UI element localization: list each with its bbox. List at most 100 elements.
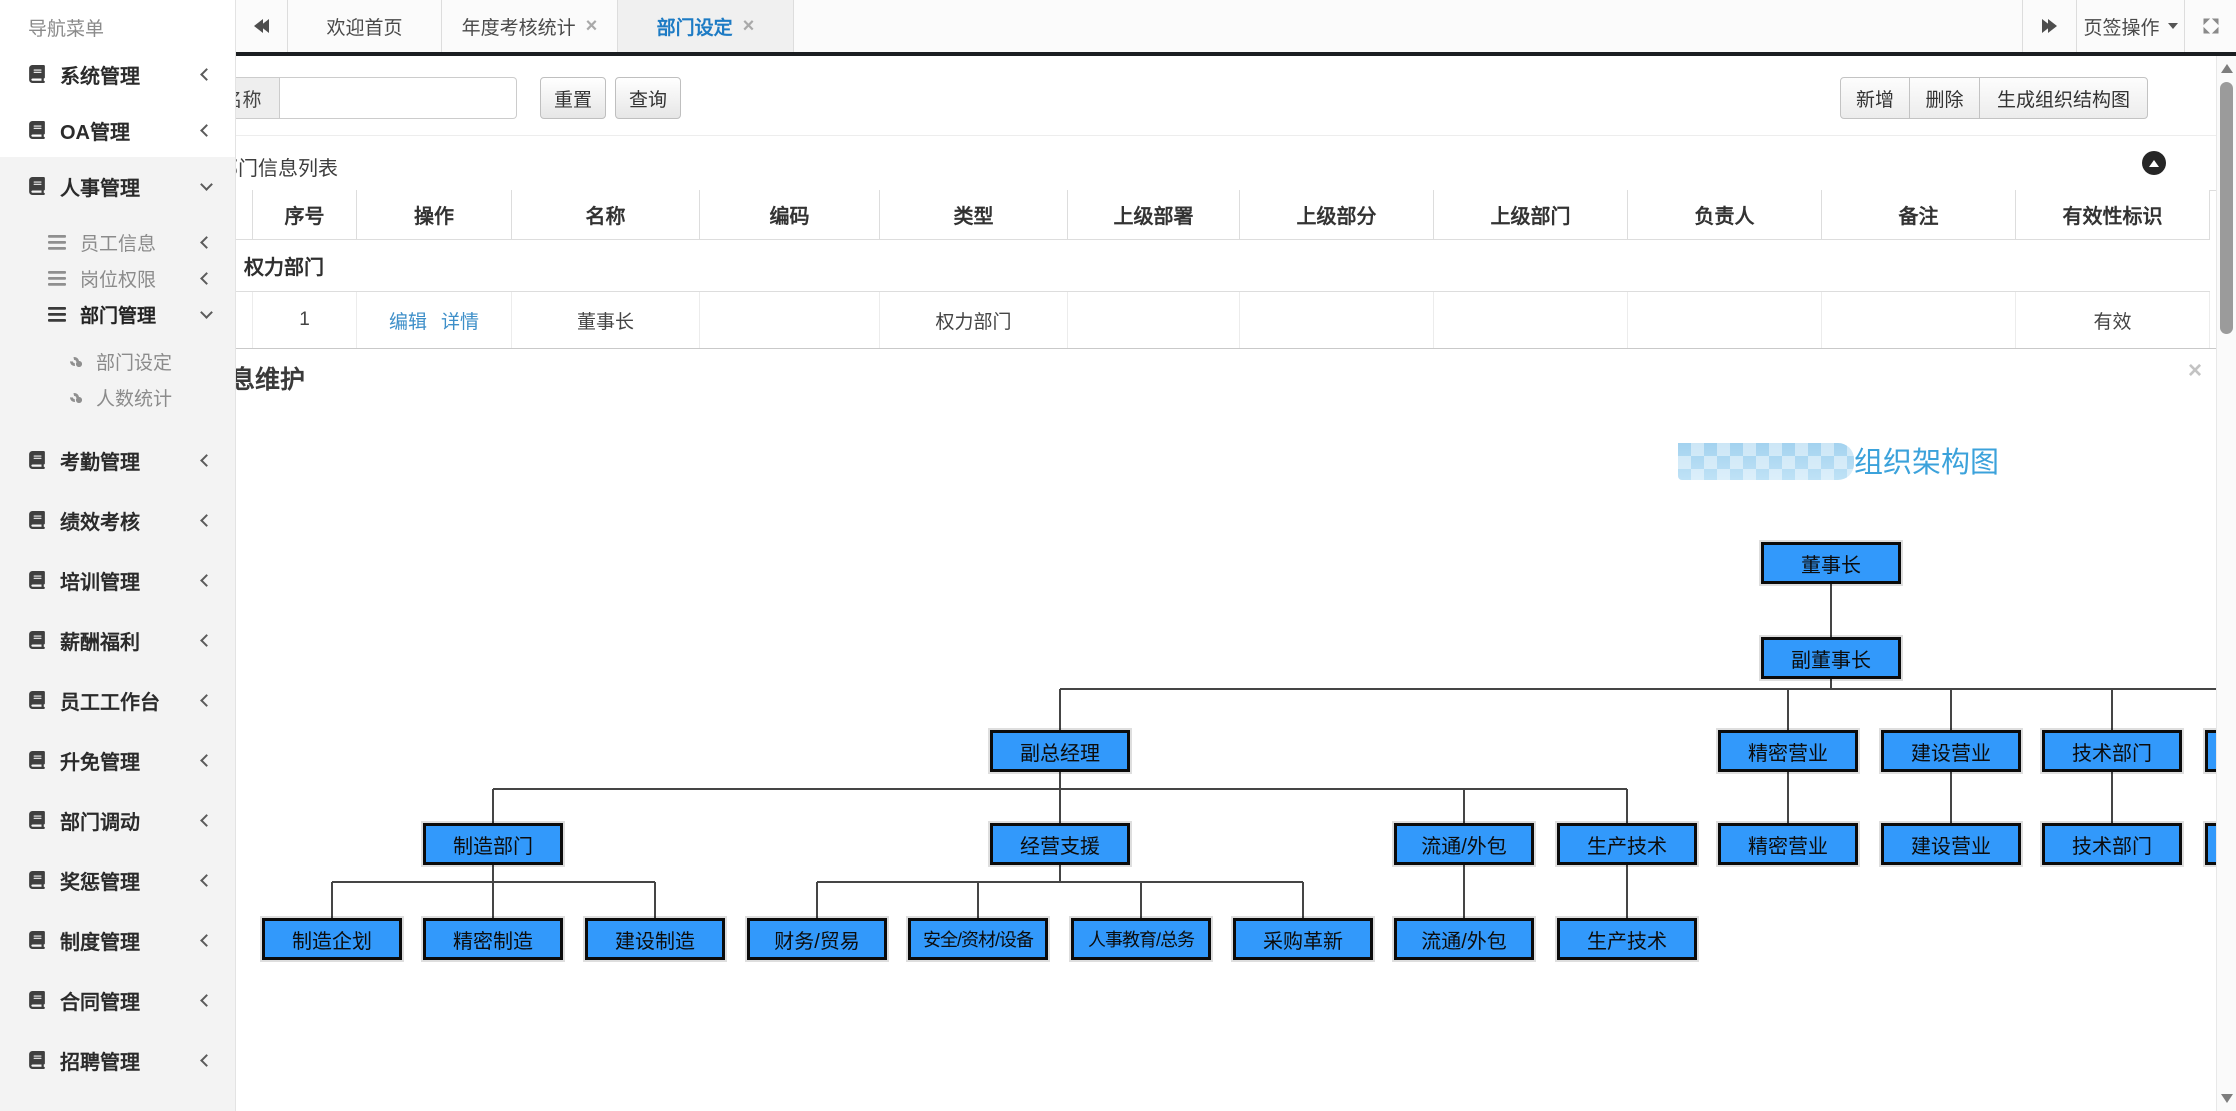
- gears-icon: [70, 356, 82, 367]
- org-node-流通/外包[interactable]: 流通/外包: [1394, 823, 1534, 865]
- org-node-制造企划[interactable]: 制造企划: [262, 918, 402, 960]
- sidebar-item-员工信息[interactable]: 员工信息: [0, 222, 235, 262]
- org-node[interactable]: [2205, 730, 2216, 772]
- row-action-编辑[interactable]: 编辑: [388, 311, 427, 333]
- table-header-checkbox: [236, 190, 253, 240]
- org-node-财务/贸易[interactable]: 财务/贸易: [747, 918, 887, 960]
- scrollbar-thumb[interactable]: [2220, 82, 2233, 334]
- sidebar-item-薪酬福利[interactable]: 薪酬福利: [0, 620, 235, 660]
- table-cell: 编辑详情: [357, 292, 512, 348]
- tab-actions-dropdown[interactable]: 页签操作: [2077, 0, 2185, 52]
- sidebar-item-绩效考核[interactable]: 绩效考核: [0, 500, 235, 540]
- org-node-技术部门[interactable]: 技术部门: [2042, 730, 2182, 772]
- table-header-负责人: 负责人: [1628, 190, 1822, 240]
- org-connector: [1626, 789, 1628, 823]
- sidebar-item-部门设定[interactable]: 部门设定: [0, 341, 235, 381]
- table-header-上级部分: 上级部分: [1240, 190, 1434, 240]
- list-icon: [48, 306, 66, 322]
- sidebar-item-员工工作台[interactable]: 员工工作台: [0, 680, 235, 720]
- reset-button[interactable]: 重置: [540, 77, 606, 119]
- sidebar-item-岗位权限[interactable]: 岗位权限: [0, 258, 235, 298]
- tab-actions-label: 页签操作: [2083, 17, 2160, 39]
- org-node-精密营业[interactable]: 精密营业: [1718, 823, 1858, 865]
- org-node-建设制造[interactable]: 建设制造: [585, 918, 725, 960]
- tab-欢迎首页[interactable]: 欢迎首页: [288, 0, 442, 52]
- org-node-经营支援[interactable]: 经营支援: [990, 823, 1130, 865]
- vertical-scrollbar[interactable]: [2216, 56, 2236, 1111]
- list-icon: [48, 270, 66, 286]
- org-node-副总经理[interactable]: 副总经理: [990, 730, 1130, 772]
- sidebar-item-奖惩管理[interactable]: 奖惩管理: [0, 860, 235, 900]
- add-button[interactable]: 新增: [1840, 77, 1910, 119]
- sidebar-item-招聘管理[interactable]: 招聘管理: [0, 1040, 235, 1080]
- tab-label: 欢迎首页: [326, 17, 403, 39]
- org-node-建设营业[interactable]: 建设营业: [1881, 730, 2021, 772]
- table-header-有效性标识: 有效性标识: [2016, 190, 2210, 240]
- org-connector: [2111, 772, 2113, 823]
- sidebar-item-制度管理[interactable]: 制度管理: [0, 920, 235, 960]
- table-cell: 1: [253, 292, 357, 348]
- sidebar-item-培训管理[interactable]: 培训管理: [0, 560, 235, 600]
- generate-org-chart-button[interactable]: 生成组织结构图: [1979, 77, 2148, 119]
- tabs-scroll-right-button[interactable]: [2022, 0, 2077, 52]
- org-node-安全/资材/设备[interactable]: 安全/资材/设备: [908, 918, 1048, 960]
- org-node-生产技术[interactable]: 生产技术: [1557, 823, 1697, 865]
- chevron-left-icon: [200, 753, 213, 767]
- list-panel-title: 部门信息列表: [218, 158, 338, 180]
- org-node-精密营业[interactable]: 精密营业: [1718, 730, 1858, 772]
- sidebar-item-人事管理[interactable]: 人事管理: [0, 166, 235, 206]
- sidebar-item-部门调动[interactable]: 部门调动: [0, 800, 235, 840]
- row-action-详情[interactable]: 详情: [441, 311, 480, 333]
- chevron-left-icon: [200, 693, 213, 707]
- table-cell: [700, 292, 880, 348]
- sidebar-item-OA管理[interactable]: OA管理: [0, 110, 235, 150]
- org-connector: [977, 882, 979, 918]
- chevron-left-icon: [200, 513, 213, 527]
- tab-close-icon[interactable]: ×: [742, 15, 755, 37]
- org-node-流通/外包[interactable]: 流通/外包: [1394, 918, 1534, 960]
- org-node-技术部门[interactable]: 技术部门: [2042, 823, 2182, 865]
- org-node-董事长[interactable]: 董事长: [1761, 542, 1901, 584]
- collapse-panel-button[interactable]: [2142, 151, 2166, 175]
- org-connector: [1950, 772, 1952, 823]
- table-cell: 有效: [2016, 292, 2210, 348]
- sidebar-item-系统管理[interactable]: 系统管理: [0, 54, 235, 94]
- table-cell: [236, 292, 253, 348]
- name-input[interactable]: [280, 77, 517, 119]
- sidebar-item-部门管理[interactable]: 部门管理: [0, 294, 235, 334]
- org-chart-title: 组织架构图: [1854, 447, 2000, 479]
- org-node-人事教育/总务[interactable]: 人事教育/总务: [1071, 918, 1211, 960]
- tab-年度考核统计[interactable]: 年度考核统计×: [442, 0, 618, 52]
- sidebar-item-合同管理[interactable]: 合同管理: [0, 980, 235, 1020]
- close-icon[interactable]: [2182, 358, 2208, 384]
- sidebar-item-人数统计[interactable]: 人数统计: [0, 377, 235, 417]
- fullscreen-button[interactable]: [2185, 0, 2236, 52]
- sidebar-item-label: 岗位权限: [80, 269, 157, 291]
- sidebar-item-升免管理[interactable]: 升免管理: [0, 740, 235, 780]
- sidebar-item-label: 员工信息: [80, 233, 157, 255]
- tab-close-icon[interactable]: ×: [585, 15, 598, 37]
- sidebar-item-考勤管理[interactable]: 考勤管理: [0, 440, 235, 480]
- sidebar-item-label: OA管理: [60, 121, 130, 144]
- org-node-建设营业[interactable]: 建设营业: [1881, 823, 2021, 865]
- chevron-left-icon: [200, 271, 213, 285]
- org-node-精密制造[interactable]: 精密制造: [423, 918, 563, 960]
- search-button[interactable]: 查询: [615, 77, 681, 119]
- org-node-生产技术[interactable]: 生产技术: [1557, 918, 1697, 960]
- org-connector: [1830, 679, 1832, 689]
- scroll-up-arrow-icon[interactable]: [2221, 64, 2233, 73]
- org-node-采购革新[interactable]: 采购革新: [1233, 918, 1373, 960]
- scroll-down-arrow-icon[interactable]: [2221, 1094, 2233, 1103]
- org-node-副董事长[interactable]: 副董事长: [1761, 637, 1901, 679]
- delete-button[interactable]: 删除: [1909, 77, 1980, 119]
- list-icon: [48, 234, 66, 250]
- org-connector: [331, 882, 333, 918]
- tabs-scroll-left-button[interactable]: [236, 0, 288, 52]
- caret-down-icon: [2167, 23, 2178, 29]
- org-node-制造部门[interactable]: 制造部门: [423, 823, 563, 865]
- chevron-left-icon: [200, 67, 213, 81]
- chevron-down-icon: [200, 178, 213, 191]
- tab-部门设定[interactable]: 部门设定×: [618, 0, 794, 52]
- org-node[interactable]: [2205, 823, 2216, 865]
